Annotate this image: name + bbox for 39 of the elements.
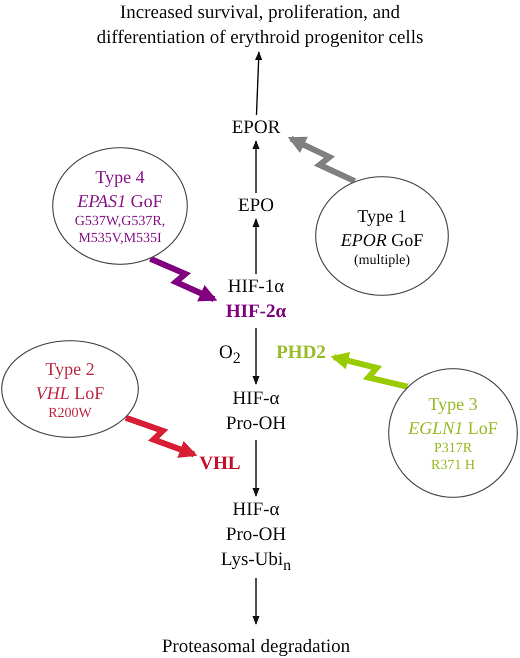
arrow [252, 140, 260, 193]
protein-label: EPO [228, 193, 284, 217]
gene-label: VHL LoF [36, 382, 104, 404]
lightning-arrow [149, 256, 218, 302]
mutation-ellipse [388, 368, 518, 498]
protein-label: HIF-α [232, 498, 280, 522]
type-title: Type 2 [45, 358, 95, 380]
enzyme-label: PHD2 [268, 340, 334, 364]
protein-label: EPOR [221, 115, 291, 139]
arrow [252, 328, 260, 385]
mutation-list: P317R R371 H [415, 440, 491, 474]
protein-label: HIF-1α [228, 275, 284, 299]
modification-label: Pro-OH [226, 522, 286, 547]
mutation-ellipse [315, 176, 449, 296]
arrow [252, 578, 260, 625]
mutation-list: (multiple) [346, 252, 418, 268]
protein-label: HIF-α [232, 387, 280, 411]
arrow [252, 440, 260, 497]
outcome-text: Proteasomal degradation [136, 634, 376, 658]
mutation-ellipse [52, 147, 188, 265]
type-title: Type 3 [428, 393, 478, 416]
lightning-arrow [288, 136, 356, 184]
arrow [252, 218, 260, 274]
mutation-ellipse [1, 340, 139, 438]
type-title: Type 4 [95, 166, 145, 189]
lightning-arrow [330, 352, 408, 390]
mutation-list: G537W,G537R, M535V,M535I [52, 213, 188, 247]
type-title: Type 1 [357, 204, 407, 228]
arrow [255, 51, 262, 116]
enzyme-label: VHL [194, 451, 246, 475]
gene-label: EGLN1 LoF [408, 417, 498, 440]
gene-label: EPAS1 GoF [77, 190, 163, 213]
lightning-arrow [124, 414, 198, 458]
gene-label: EPOR GoF [340, 228, 424, 252]
modification-label: Pro-OH [226, 412, 286, 436]
protein-label: HIF-2α [226, 300, 286, 324]
modification-label: Lys-Ubi$_{n}$ [220, 548, 292, 576]
mutation-list: R200W [40, 404, 100, 422]
outcome-text: Increased survival, proliferation, and differentiation of erythroid progenitor cells [90, 0, 430, 50]
